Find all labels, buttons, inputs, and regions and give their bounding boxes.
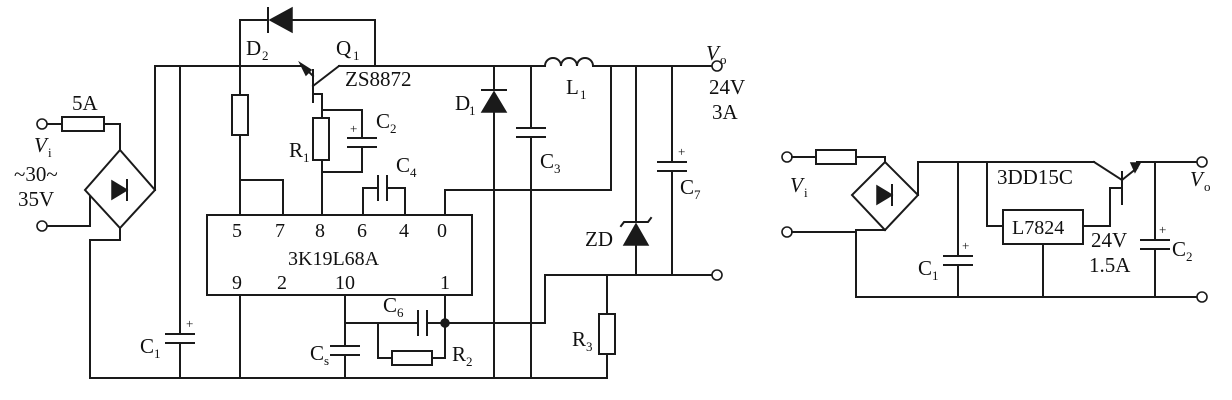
right-input-voltage-symbol: V [790,173,805,197]
right-c1-plus: + [962,238,969,253]
r1-label: R [289,138,303,162]
ic-pin-0: 0 [437,220,447,242]
inductor-l1 [493,57,713,68]
zd-label: ZD [585,227,613,251]
c3-label: C [540,149,554,173]
c7-label-subscript: 7 [694,187,701,202]
output-voltage-value: 24V [709,75,745,99]
right-c1-label: C [918,256,932,280]
c4-label-subscript: 4 [410,165,417,180]
r1-label-subscript: 1 [303,150,310,165]
c7-label: C [680,175,694,199]
fuse-5a [61,116,121,151]
right-output-current: 1.5A [1089,253,1131,277]
c2-label-subscript: 2 [390,121,397,136]
capacitor-c1 [165,65,195,379]
input-voltage-subscript: i [48,145,52,160]
q1-part-label: ZS8872 [345,67,412,91]
zener-zd [619,65,653,276]
d2-label-subscript: 2 [262,48,269,63]
right-c2-label: C [1172,237,1186,261]
q1-label-subscript: 1 [353,48,360,63]
ic-pin-1: 1 [440,272,450,294]
q1-label: Q [336,36,351,60]
r2-label-subscript: 2 [466,354,473,369]
ic-pin-9: 9 [232,272,242,294]
right-capacitor-c1 [943,161,973,298]
ic-pin-7: 7 [275,220,285,242]
input-voltage-range-line1: ~30~ [14,162,58,186]
right-circuit: V i + C 1 L7824 [781,149,1211,303]
ic-pin-6: 6 [357,220,367,242]
right-input-terminals [781,151,857,238]
r3-label: R [572,327,586,351]
output-voltage-symbol: V [706,41,721,65]
bridge-rectifier [83,65,157,241]
right-output-voltage-symbol: V [1190,167,1205,191]
right-bridge-rectifier [850,160,1095,298]
right-c2-plus: + [1159,222,1166,237]
resistor-r2 [377,322,446,366]
output-terminals [544,60,723,281]
c1-plus: + [186,316,193,331]
right-output-voltage-subscript: o [1204,179,1211,194]
input-voltage-symbol: V [34,133,49,157]
diode-d1 [480,65,508,379]
ic-name: 3K19L68A [288,248,380,270]
transistor-part-label: 3DD15C [997,165,1073,189]
diode-d2 [239,6,376,67]
c2-label: C [376,109,390,133]
transistor-3dd15c [1092,160,1198,205]
ic-pin-4: 4 [399,220,409,242]
output-current-value: 3A [712,100,739,124]
ic-pin-10: 10 [335,272,355,294]
right-output-voltage: 24V [1091,228,1127,252]
c6-label: C [383,293,397,317]
c4-label: C [396,153,410,177]
ic-pin-2: 2 [277,272,287,294]
c1-label-subscript: 1 [154,346,161,361]
cs-label-subscript: s [324,353,329,368]
l1-label: L [566,75,579,99]
d1-label-subscript: 1 [469,103,476,118]
right-fuse [815,149,886,165]
resistor-bias [231,65,284,216]
ground-rail [89,239,608,379]
right-c2-label-subscript: 2 [1186,249,1193,264]
c2-plus: + [350,121,357,136]
regulator-l7824: L7824 [986,161,1111,298]
input-terminals [36,118,91,232]
c1-label: C [140,334,154,358]
cs-label: C [310,341,324,365]
fuse-rating-label: 5A [72,91,99,115]
capacitor-c4 [362,175,406,216]
right-c1-label-subscript: 1 [932,268,939,283]
ic-pin-8: 8 [315,220,325,242]
input-voltage-range-line2: 35V [18,187,54,211]
right-output-terminals [855,156,1208,303]
ic-3k19l68a: 5 7 8 6 4 0 3K19L68A 9 2 10 1 [206,214,473,296]
right-input-voltage-subscript: i [804,185,808,200]
d1-label: D [455,91,470,115]
left-circuit: 5A V i ~30~ 35V D 2 [14,6,745,379]
capacitor-cs [330,322,360,379]
output-voltage-subscript: o [720,52,727,67]
capacitor-c7 [657,65,687,276]
capacitor-c6 [344,294,446,336]
c6-label-subscript: 6 [397,305,404,320]
transistor-q1 [298,60,376,119]
d2-label: D [246,36,261,60]
c3-label-subscript: 3 [554,161,561,176]
ic-pin-5: 5 [232,220,242,242]
capacitor-c3 [516,65,546,379]
r2-label: R [452,342,466,366]
r3-label-subscript: 3 [586,339,593,354]
resistor-r1 [312,117,330,216]
capacitor-c2 [321,109,377,173]
regulator-name: L7824 [1012,217,1064,239]
l1-label-subscript: 1 [580,87,587,102]
c7-plus: + [678,144,685,159]
right-capacitor-c2 [1140,161,1170,298]
